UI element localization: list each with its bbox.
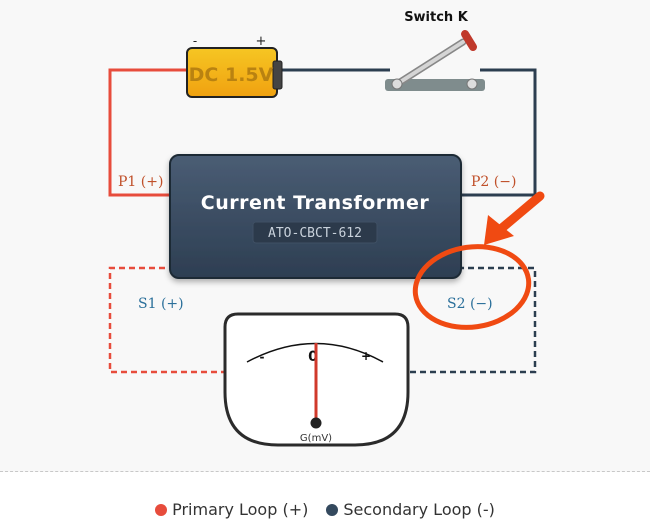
battery-minus-label: - [193, 34, 197, 48]
legend-label: Primary Loop (+) [172, 500, 309, 519]
legend-item-primary: Primary Loop (+) [155, 500, 308, 519]
switch-label: Switch K [404, 10, 469, 25]
galvanometer: - 0 + G(mV) [223, 312, 410, 447]
battery-label: DC 1.5V [189, 64, 274, 86]
transformer-title: Current Transformer [201, 192, 430, 214]
legend-label: Secondary Loop (-) [343, 500, 495, 519]
current-transformer: Current Transformer ATO-CBCT-612 [169, 154, 462, 279]
meter-zero-label: 0 [308, 349, 318, 365]
battery-plus-label: + [256, 34, 267, 49]
highlight-circle [412, 244, 532, 330]
secondary-dot-icon [326, 503, 339, 516]
primary-dot-icon [155, 503, 168, 516]
meter-pivot [310, 417, 322, 429]
switch-k[interactable]: Switch K [385, 10, 485, 91]
meter-unit-label: G(mV) [300, 433, 332, 444]
legend: Primary Loop (+) Secondary Loop (-) [0, 500, 650, 519]
terminal-p2-label: P2 (−) [471, 174, 516, 190]
highlight-annotation [412, 191, 545, 330]
switch-handle[interactable] [461, 30, 477, 51]
divider [0, 471, 650, 472]
battery: DC 1.5V - + [186, 34, 283, 98]
circuit-diagram: DC 1.5V - + Switch K Current Transformer… [108, 10, 545, 447]
meter-minus-label: - [260, 350, 265, 364]
transformer-model: ATO-CBCT-612 [268, 226, 362, 241]
arrow-icon [497, 191, 545, 233]
terminal-p1-label: P1 (+) [118, 174, 163, 190]
secondary-wire-negative [405, 266, 537, 374]
secondary-wire-positive [108, 266, 228, 374]
primary-wire-positive [108, 68, 188, 197]
meter-plus-label: + [361, 349, 371, 363]
terminal-s1-label: S1 (+) [138, 296, 184, 312]
legend-item-secondary: Secondary Loop (-) [326, 500, 495, 519]
primary-wire-negative [460, 68, 537, 197]
terminal-s2-label: S2 (−) [447, 296, 493, 312]
